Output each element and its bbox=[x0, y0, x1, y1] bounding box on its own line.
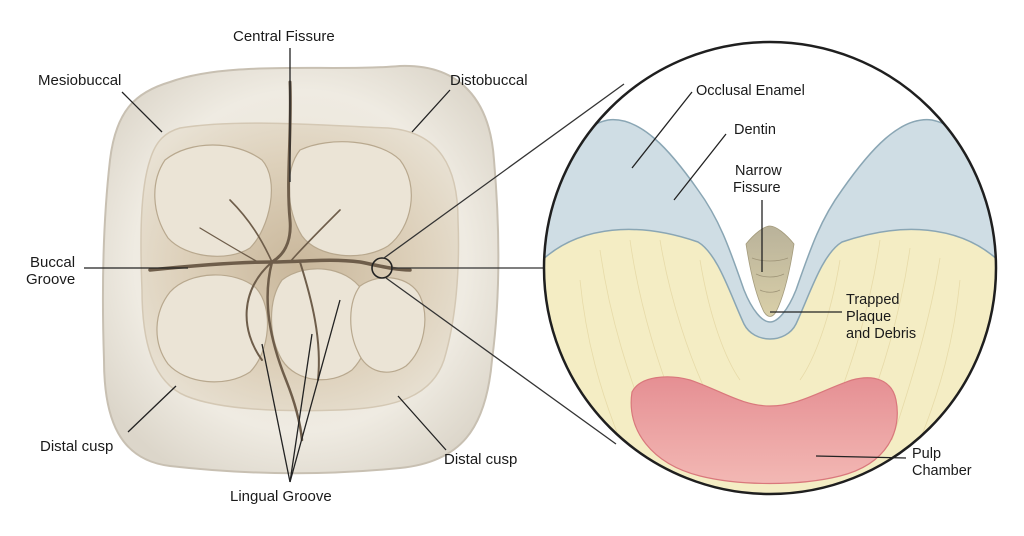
label-mesiobuccal: Mesiobuccal bbox=[38, 72, 122, 89]
leader-distal-cusp-right bbox=[397, 395, 447, 451]
label-buccal-groove-line2: Groove bbox=[26, 271, 76, 288]
label-dentin: Dentin bbox=[734, 122, 776, 138]
trapped-plaque bbox=[745, 225, 795, 317]
label-distal-cusp-right: Distal cusp bbox=[444, 451, 518, 468]
cusp-lobes bbox=[154, 141, 426, 383]
leader-dentin bbox=[673, 133, 727, 201]
leader-occlusal-enamel bbox=[631, 91, 693, 169]
zoom-connectors bbox=[383, 83, 625, 445]
leader-pulp-chamber bbox=[815, 455, 907, 459]
label-lingual-groove: Lingual Groove bbox=[230, 488, 332, 505]
leader-distal-cusp-left bbox=[127, 385, 177, 433]
label-buccal-groove-line1: Buccal bbox=[30, 254, 76, 271]
label-pulp-chamber-line2: Chamber bbox=[912, 463, 972, 479]
label-narrow-fissure-line2: Fissure bbox=[733, 180, 781, 196]
label-trapped-plaque-line2: Plaque bbox=[846, 309, 892, 325]
label-trapped-plaque-line3: and Debris bbox=[846, 326, 917, 342]
label-distobuccal: Distobuccal bbox=[450, 72, 528, 89]
leader-lingual-groove-1 bbox=[261, 343, 291, 483]
leader-lingual-groove-3 bbox=[289, 299, 341, 483]
label-trapped-plaque-line1: Trapped bbox=[846, 292, 900, 308]
leader-lingual-groove-2 bbox=[289, 333, 313, 483]
label-narrow-fissure-line1: Narrow bbox=[735, 163, 782, 179]
leader-mesiobuccal bbox=[121, 91, 163, 133]
fissure-cross-section bbox=[542, 40, 998, 496]
enamel-layer bbox=[544, 119, 996, 340]
label-central-fissure: Central Fissure bbox=[233, 28, 335, 45]
fissure-lines bbox=[148, 80, 412, 442]
leader-distobuccal bbox=[411, 89, 451, 133]
label-occlusal-enamel: Occlusal Enamel bbox=[696, 83, 805, 99]
label-distal-cusp-left: Distal cusp bbox=[40, 438, 114, 455]
label-pulp-chamber-line1: Pulp bbox=[912, 446, 942, 462]
leader-lines bbox=[84, 48, 907, 483]
molar-occlusal-view bbox=[101, 64, 500, 475]
